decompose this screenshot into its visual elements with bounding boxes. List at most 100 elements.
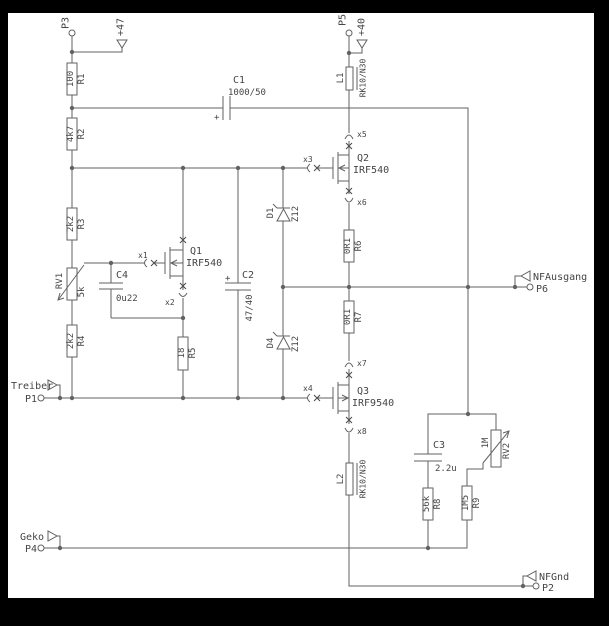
x2-label: x2 [165, 298, 175, 307]
connector-x7: x7 [344, 359, 367, 379]
resistor-r5: 18 R5 [177, 336, 198, 371]
r2-value: 4k7 [66, 126, 76, 142]
d1-value: Z12 [291, 206, 301, 222]
potentiometer-rv1: RV1 5k [55, 264, 87, 301]
r2-ref: R2 [77, 129, 87, 140]
x8-label: x8 [357, 427, 367, 436]
c3-ref: C3 [433, 440, 445, 451]
p5-label: P5 [338, 14, 349, 26]
r9-value: 1M5 [461, 495, 471, 511]
c1-value: 1000/50 [228, 88, 266, 98]
resistor-r8: 56k R8 [422, 487, 443, 521]
r6-value: 0R1 [343, 238, 353, 254]
c3-value: 2.2u [435, 464, 457, 474]
nfausgang-label: NFAusgang [533, 272, 587, 283]
capacitor-c4: C4 0u22 [99, 270, 138, 304]
capacitor-c2: + C2 47/40 [225, 270, 255, 322]
plus40-label: +40 [357, 18, 368, 36]
c2-value: 47/40 [245, 294, 255, 321]
x4-label: x4 [303, 384, 313, 393]
connector-x8: x8 [344, 416, 367, 436]
r8-value: 56k [422, 495, 432, 512]
l2-ref: L2 [336, 474, 346, 485]
inductor-l1: L1 RK10/N30 [336, 59, 368, 98]
x5-label: x5 [357, 130, 367, 139]
connector-x4: x4 [303, 384, 321, 403]
resistor-r7: 0R1 R7 [343, 300, 364, 334]
power-port-plus40: +40 [356, 18, 368, 49]
r9-ref: R9 [472, 498, 482, 509]
inductor-l2: L2 RK10/N30 [336, 460, 368, 499]
terminal-nfausgang: NFAusgang P6 [514, 270, 587, 295]
resistor-r6: 0R1 R6 [343, 229, 364, 263]
r4-ref: R4 [77, 336, 87, 347]
c4-ref: C4 [116, 270, 128, 281]
r4-value: 2k2 [66, 333, 76, 349]
d4-ref: D4 [266, 338, 276, 349]
rv1-ref: RV1 [55, 273, 65, 289]
power-port-plus47: +47 [116, 18, 128, 49]
l1-value: RK10/N30 [359, 59, 368, 98]
zener-d4: D4 Z12 [266, 331, 301, 352]
terminal-geko: Geko P4 [20, 530, 61, 555]
c2-plus: + [225, 274, 231, 284]
geko-pin: P4 [25, 544, 37, 555]
r5-ref: R5 [188, 348, 198, 359]
nfausgang-pin: P6 [536, 284, 548, 295]
q2-ref: Q2 [357, 153, 369, 164]
c1-ref: C1 [233, 75, 245, 86]
q2-value: IRF540 [353, 165, 389, 176]
x7-label: x7 [357, 359, 367, 368]
terminal-treiber: Treiber P1 [11, 379, 61, 405]
geko-label: Geko [20, 532, 44, 543]
q3-ref: Q3 [357, 386, 369, 397]
nfgnd-label: NFGnd [539, 572, 569, 583]
d1-ref: D1 [266, 208, 276, 219]
q1-value: IRF540 [186, 258, 222, 269]
q3-value: IRF9540 [352, 398, 394, 409]
terminal-nfgnd: NFGnd P2 [522, 570, 569, 594]
r1-value: 100 [66, 71, 76, 87]
resistor-r1: 100 R1 [66, 62, 87, 96]
c2-ref: C2 [242, 270, 254, 281]
d4-value: Z12 [291, 336, 301, 352]
r8-ref: R8 [433, 499, 443, 510]
r7-ref: R7 [354, 312, 364, 323]
q1-ref: Q1 [190, 246, 202, 257]
rv1-value: 5k [77, 286, 87, 297]
c4-value: 0u22 [116, 294, 138, 304]
treiber-label: Treiber [11, 381, 53, 392]
mosfet-q1: Q1 IRF540 [164, 246, 222, 279]
x3-label: x3 [303, 155, 313, 164]
mosfet-q2: Q2 IRF540 [317, 152, 389, 184]
l1-ref: L1 [336, 73, 346, 84]
connector-x1: x1 [138, 251, 158, 268]
connector-x6: x6 [344, 187, 367, 207]
l2-value: RK10/N30 [359, 460, 368, 499]
p3-label: P3 [61, 17, 72, 29]
x6-label: x6 [357, 198, 367, 207]
rv2-ref: RV2 [502, 443, 512, 459]
treiber-pin: P1 [25, 394, 37, 405]
r6-ref: R6 [354, 241, 364, 252]
x1-label: x1 [138, 251, 148, 260]
r7-value: 0R1 [343, 309, 353, 325]
capacitor-c3: C3 2.2u [414, 440, 457, 474]
rv2-value: 1M [481, 437, 491, 448]
connector-x2: x2 [165, 282, 188, 307]
nfgnd-pin: P2 [542, 583, 554, 594]
r5-value: 18 [177, 348, 187, 359]
power-port-p5: P5 [338, 14, 353, 37]
c1-plus: + [214, 113, 220, 123]
plus47-label: +47 [116, 18, 127, 36]
power-port-p3: P3 [61, 17, 76, 37]
mosfet-q3: Q3 IRF9540 [317, 382, 394, 414]
connector-x5: x5 [344, 130, 367, 150]
potentiometer-rv2: 1M RV2 [481, 429, 512, 468]
capacitor-c1: + C1 1000/50 [214, 75, 266, 123]
resistor-r3: 2k2 R3 [66, 207, 87, 241]
pin-x-marks [179, 236, 187, 244]
connector-x3: x3 [303, 155, 321, 173]
resistor-r4: 2k2 R4 [66, 324, 87, 358]
